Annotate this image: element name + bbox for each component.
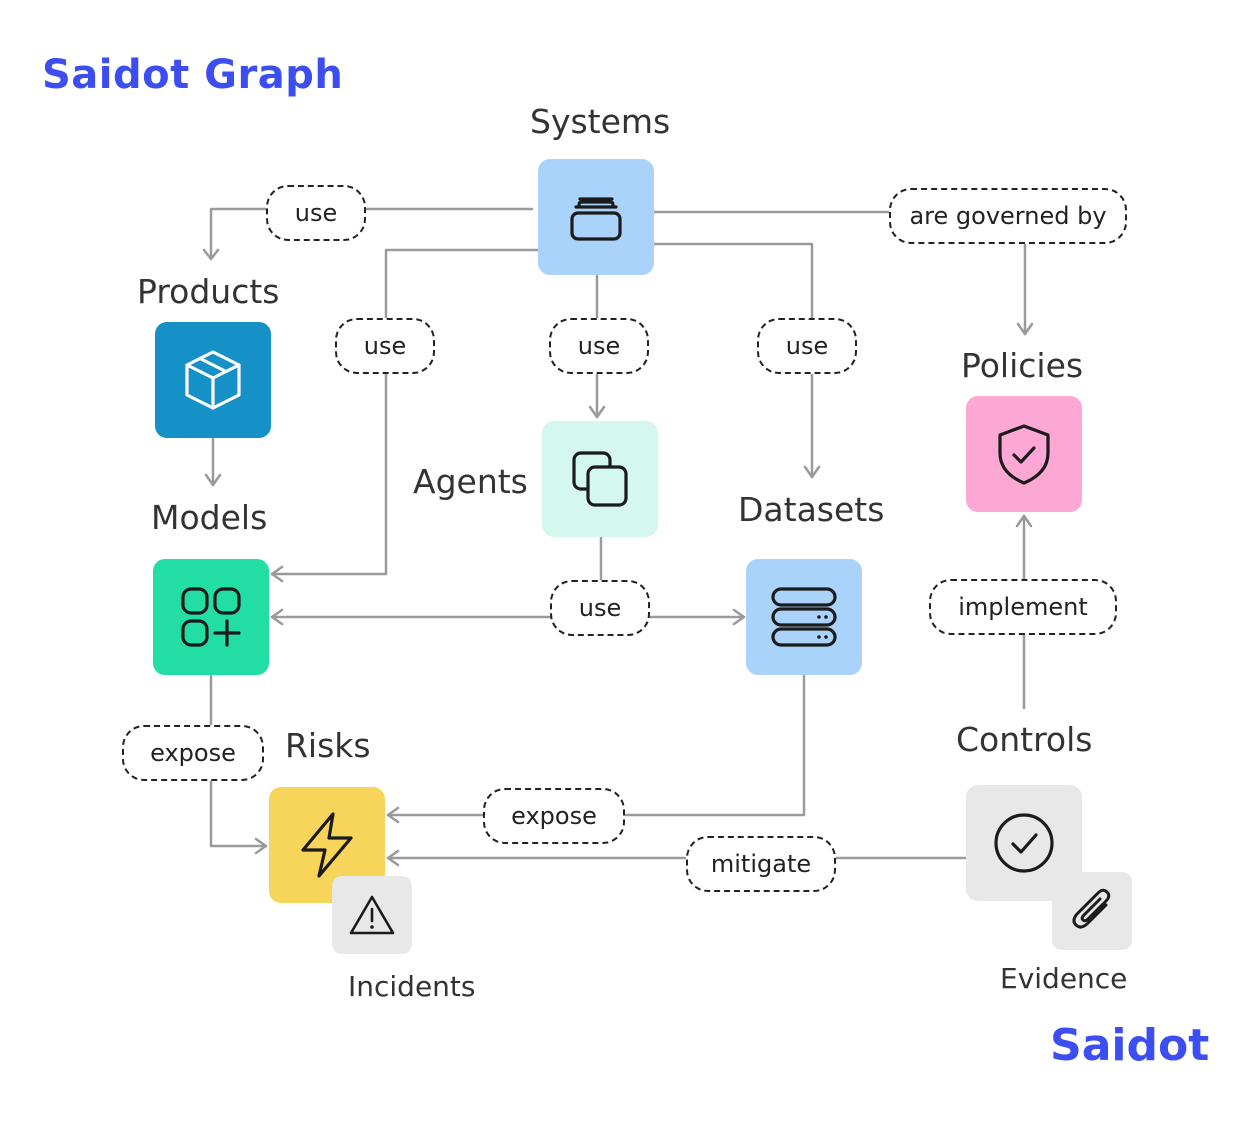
edge-label-systems-products: use [266,185,366,241]
arrowhead [803,465,821,479]
paperclip-icon [1072,888,1111,929]
policies-node[interactable] [966,396,1082,512]
systems-node[interactable] [538,159,654,275]
models-node[interactable] [153,559,269,675]
apps-add-icon [181,587,241,647]
layers-icon [570,197,622,241]
arrowhead [204,473,222,487]
warning-icon [349,895,395,935]
arrowhead [270,608,284,626]
box-icon [185,350,241,410]
edge-label-controls-risks: mitigate [686,836,836,892]
arrowhead [254,837,268,855]
edge-label-systems-models: use [335,318,435,374]
datasets-label: Datasets [738,490,885,529]
datasets-node[interactable] [746,559,862,675]
check-circle-icon [994,813,1054,873]
shield-check-icon [998,424,1050,485]
edge-label-systems-datasets: use [757,318,857,374]
edge-label-systems-agents: use [549,318,649,374]
risks-node[interactable] [269,787,385,903]
products-label: Products [137,272,280,311]
arrowhead [1015,514,1033,528]
arrowhead [1016,322,1034,336]
agents-node[interactable] [542,421,658,537]
edge-label-agents-use: use [550,580,650,636]
arrowhead [588,405,606,419]
edge-systems-datasets [652,242,814,479]
arrowhead [202,248,220,261]
arrowhead [386,806,400,824]
edge-label-models-risks: expose [122,725,264,781]
risks-label: Risks [285,726,371,765]
edge-systems-products [209,207,534,261]
evidence-node[interactable] [1052,872,1132,950]
incidents-label: Incidents [348,970,476,1003]
arrowhead [386,849,400,867]
arrowhead [732,608,746,626]
edge-label-controls-policies: implement [929,579,1117,635]
policies-label: Policies [961,346,1084,385]
products-node[interactable] [155,322,271,438]
edge-label-datasets-risks: expose [483,788,625,844]
edge-systems-models [270,248,540,576]
edge-label-systems-policies: are governed by [889,188,1127,244]
diagram-title: Saidot Graph [42,52,344,98]
models-label: Models [151,498,268,537]
lightning-icon [301,812,353,878]
saidot-logo: Saidot [1050,1020,1210,1071]
incidents-node[interactable] [332,876,412,954]
server-icon [771,587,837,647]
evidence-label: Evidence [1000,962,1128,995]
agents-label: Agents [413,462,528,501]
copy-icon [572,451,628,507]
systems-label: Systems [530,102,671,141]
arrowhead [270,565,284,583]
controls-label: Controls [956,720,1093,759]
